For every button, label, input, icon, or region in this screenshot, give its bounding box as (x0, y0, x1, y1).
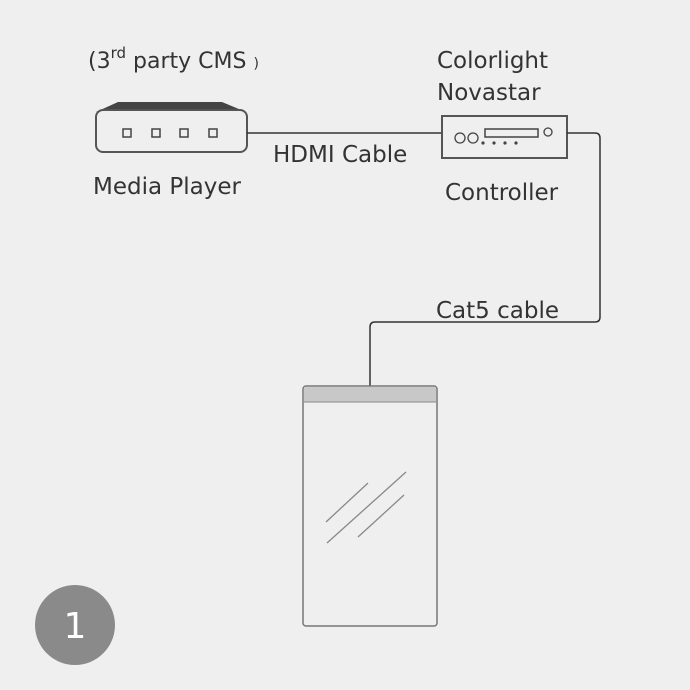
controller-icon (441, 115, 568, 159)
display-screen-icon (302, 385, 438, 627)
step-number: 1 (64, 606, 87, 647)
cat5-cable-line (369, 132, 601, 386)
brand-novastar-label: Novastar (437, 80, 541, 106)
media-player-icon (95, 102, 248, 153)
cms-label: (3rd party CMS ) (88, 44, 259, 74)
hdmi-cable-label: HDMI Cable (273, 142, 407, 168)
controller-label: Controller (445, 180, 559, 206)
step-badge: 1 (35, 585, 115, 665)
media-player-label: Media Player (93, 174, 242, 200)
brand-colorlight-label: Colorlight (437, 48, 548, 74)
cat5-cable-label: Cat5 cable (436, 298, 559, 324)
